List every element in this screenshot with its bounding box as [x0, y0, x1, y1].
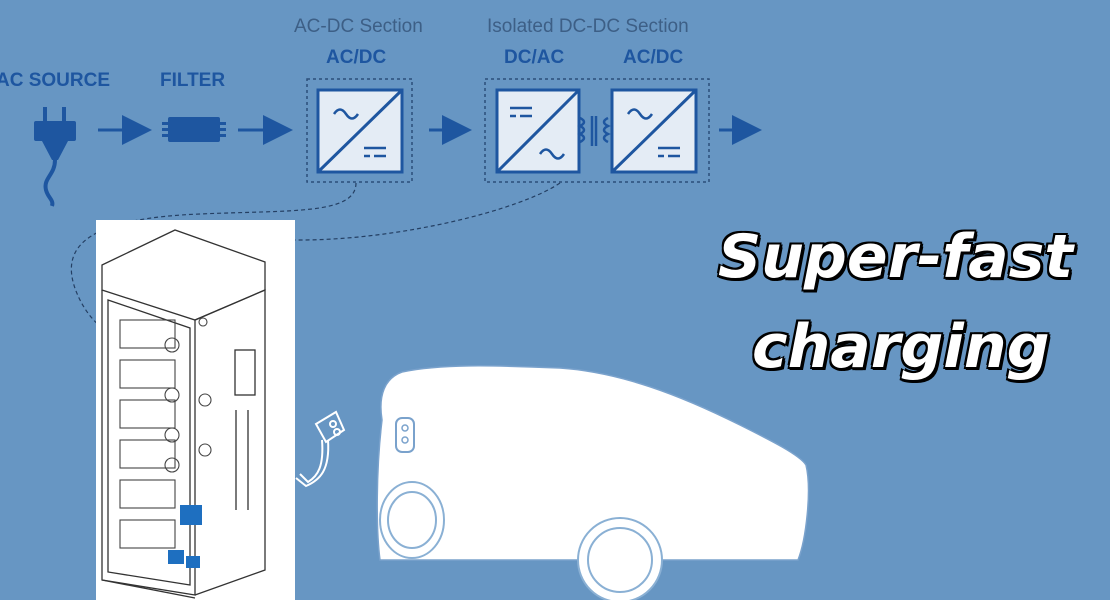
isolated-dc-dc-section-frame: [484, 78, 710, 183]
ac-dc-section-label: AC-DC Section: [294, 16, 423, 37]
filter-chip-icon: [162, 117, 226, 142]
plug-icon: [34, 107, 76, 207]
headline-line-1: Super-fast: [718, 222, 1074, 292]
charge-port-icon: [395, 417, 415, 453]
ac-dc-label: AC/DC: [326, 47, 387, 68]
connector-line-acdc: [70, 182, 357, 345]
headline-line-2: charging: [752, 312, 1050, 382]
car-silhouette-illustration: [376, 365, 810, 600]
ac-dc-2-label: AC/DC: [623, 47, 684, 68]
isolated-dc-dc-section-label: Isolated DC-DC Section: [487, 16, 689, 37]
ac-dc-converter-icon: [316, 88, 404, 174]
dc-ac-converter-icon: [495, 88, 581, 174]
charger-cabinet-illustration: [96, 220, 295, 600]
ac-dc-section-frame: [306, 78, 413, 183]
dc-ac-label: DC/AC: [504, 47, 565, 68]
ac-source-label: AC SOURCE: [0, 70, 111, 91]
transformer-icon: [577, 116, 611, 146]
ac-dc-converter-2-icon: [610, 88, 698, 174]
filter-label: FILTER: [160, 70, 226, 91]
charging-cable-icon: [295, 410, 346, 488]
